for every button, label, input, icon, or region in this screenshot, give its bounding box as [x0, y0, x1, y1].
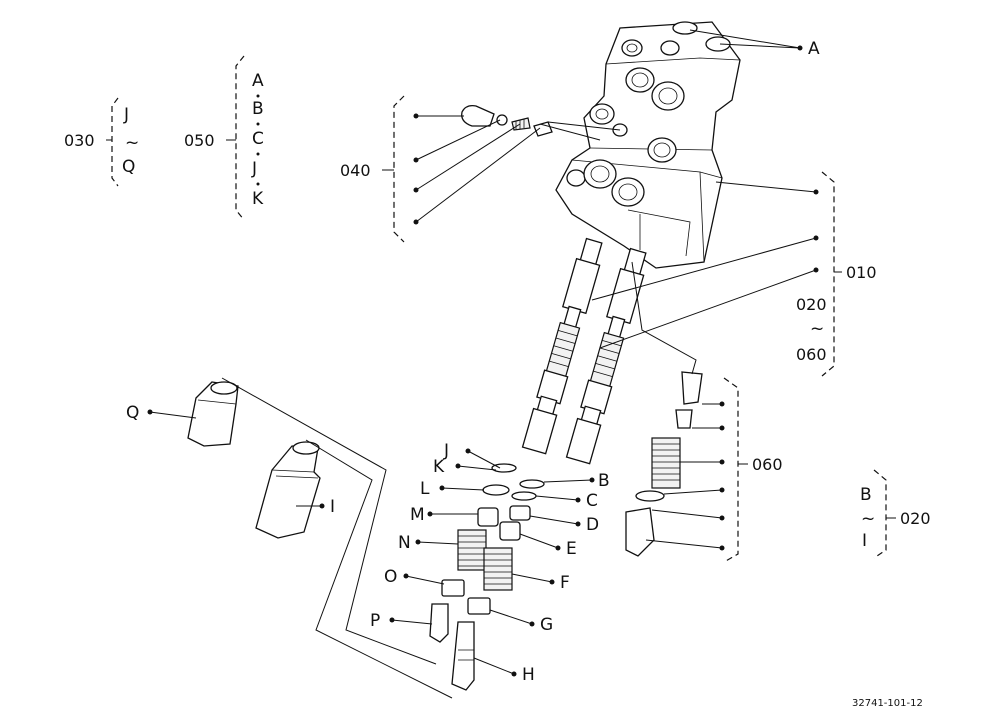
- label-q: Q: [126, 403, 139, 423]
- group-040: 040: [340, 161, 371, 180]
- lower-parts-left: [429, 463, 517, 643]
- connection-line-q: [221, 377, 437, 665]
- group-010: 010 020 ~ 060: [796, 263, 877, 364]
- group-020: B ~ I 020: [860, 485, 931, 551]
- label-e: E: [566, 539, 577, 559]
- group-020-tilde: ~: [861, 509, 875, 529]
- group-020-code: 020: [900, 509, 931, 528]
- label-j: J: [443, 441, 449, 461]
- label-h: H: [522, 665, 535, 685]
- relief-stack-right: [625, 371, 703, 557]
- group-050-item-4: K: [252, 189, 264, 209]
- leader-lines: [147, 29, 819, 677]
- label-m: M: [410, 505, 425, 525]
- label-f: F: [560, 573, 570, 593]
- label-b: B: [598, 471, 610, 491]
- group-010-code: 010: [846, 263, 877, 282]
- group-060: 060: [752, 455, 783, 474]
- group-020-from: B: [860, 485, 872, 505]
- fitting-q: [187, 381, 239, 447]
- group-030-code: 030: [64, 131, 95, 150]
- group-030-from: J: [123, 105, 129, 125]
- group-010-sub-from: 020: [796, 295, 827, 314]
- group-050-item-3: J: [251, 159, 257, 179]
- label-l: L: [420, 479, 430, 499]
- label-d: D: [586, 515, 599, 535]
- group-030-tilde: ~: [125, 133, 139, 153]
- label-p: P: [370, 611, 380, 631]
- group-030-to: Q: [122, 157, 135, 177]
- label-i: I: [330, 497, 335, 517]
- label-g: G: [540, 615, 553, 635]
- spool-right: [565, 247, 647, 465]
- connection-line-i: [305, 439, 453, 699]
- group-060-code: 060: [752, 455, 783, 474]
- group-010-tilde: ~: [810, 319, 824, 339]
- valve-body: [555, 21, 741, 269]
- lower-parts-right: [451, 479, 545, 691]
- fitting-i: [255, 441, 321, 539]
- group-050-item-2: C: [252, 129, 264, 149]
- label-n: N: [398, 533, 411, 553]
- figure-code: 32741-101-12: [852, 698, 923, 709]
- label-c: C: [586, 491, 598, 511]
- group-010-sub-to: 060: [796, 345, 827, 364]
- group-050-item-1: B: [252, 99, 264, 119]
- part-labels: A J K L M N O P B C D E F G H Q I: [126, 39, 820, 685]
- label-a: A: [808, 39, 820, 59]
- spool-left: [521, 237, 603, 455]
- group-030: 030 J ~ Q: [64, 105, 139, 177]
- group-050-code: 050: [184, 131, 215, 150]
- label-k: K: [433, 457, 445, 477]
- label-o: O: [384, 567, 397, 587]
- group-020-to: I: [862, 531, 867, 551]
- group-050-item-0: A: [252, 71, 264, 91]
- group-040-code: 040: [340, 161, 371, 180]
- group-050: 050 A B C J K: [184, 71, 264, 209]
- group-brackets: [106, 55, 896, 563]
